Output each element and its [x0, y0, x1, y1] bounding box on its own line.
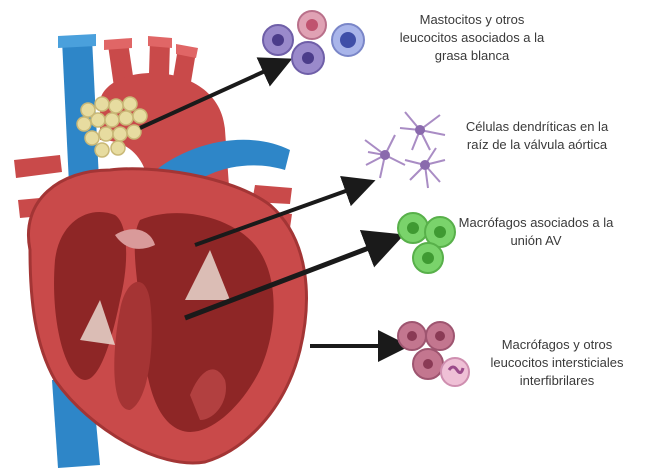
arrows [139, 57, 410, 362]
fat-cell-cluster [76, 96, 148, 158]
arrow-fat-to-mast-cells [139, 57, 293, 130]
neutrophil [440, 357, 470, 387]
pulmonary-vein-left-1 [14, 155, 62, 178]
septum [114, 281, 152, 410]
label-line: Macrófagos y otros [501, 337, 613, 352]
label-line: leucocitos asociados a la [399, 30, 545, 45]
label-interstitial-leukocytes: Macrófagos y otros leucocitos interstici… [478, 336, 636, 390]
heart-body [27, 167, 308, 465]
interstitial-leukocytes-group [397, 321, 470, 387]
tricuspid-valve [80, 300, 115, 345]
dendritic-cell [364, 134, 406, 179]
dendritic-cell [399, 111, 446, 151]
label-line: unión AV [510, 233, 562, 248]
label-line: interfibrilares [519, 373, 595, 388]
label-mast-cells: Mastocitos y otros leucocitos asociados … [378, 11, 566, 65]
label-line: Macrófagos asociados a la [458, 215, 614, 230]
dendritic-cells-group [364, 111, 446, 189]
dendritic-cell [404, 147, 446, 189]
label-line: grasa blanca [434, 48, 510, 63]
left-ventricle-chamber [134, 213, 274, 432]
label-line: Células dendríticas en la [465, 119, 609, 134]
macrophages-group [397, 212, 456, 274]
mitral-valve [185, 250, 230, 300]
label-line: raíz de la válvula aórtica [466, 137, 608, 152]
arrow-av-to-macrophages [184, 229, 405, 321]
aortic-valve [115, 229, 155, 249]
label-line: Mastocitos y otros [419, 12, 525, 27]
label-line: leucocitos intersticiales [490, 355, 624, 370]
mast-cells-group [262, 10, 365, 75]
label-dendritic-cells: Células dendríticas en la raíz de la vál… [452, 118, 622, 154]
label-av-macrophages: Macrófagos asociados a la unión AV [450, 214, 622, 250]
arrow-valve-to-dendritic [194, 176, 376, 247]
